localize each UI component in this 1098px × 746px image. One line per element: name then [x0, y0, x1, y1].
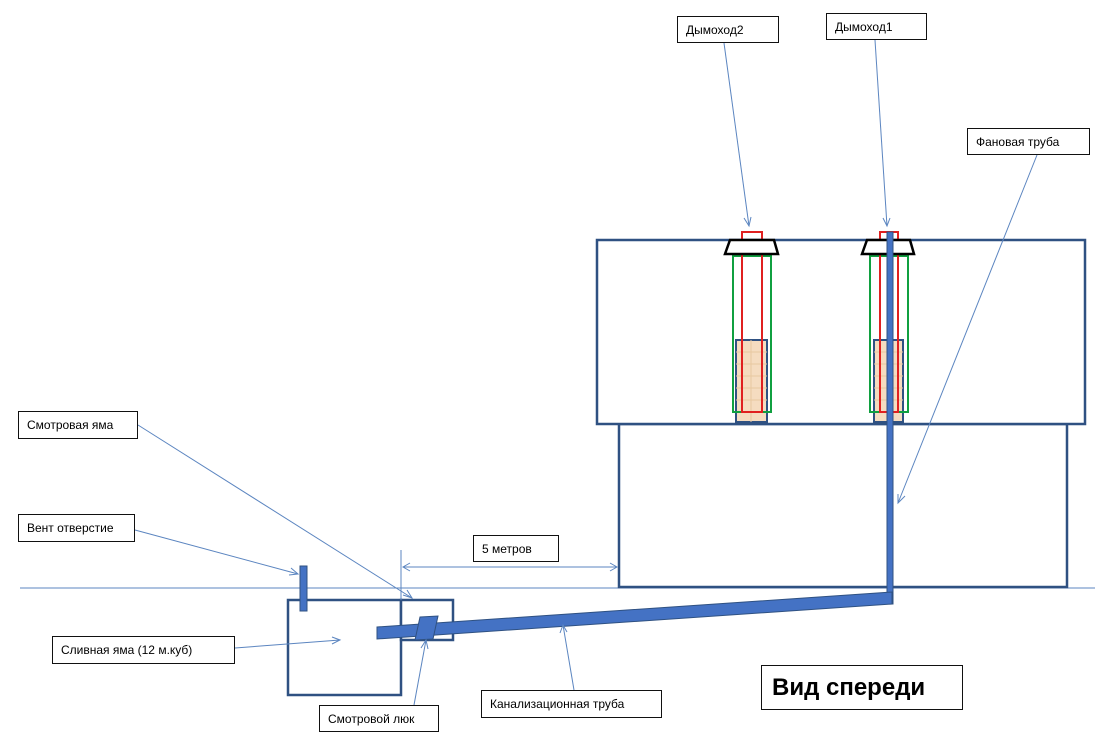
chimney2-cap	[723, 238, 780, 256]
label-vent-stack: Фановая труба	[967, 128, 1090, 155]
label-inspection-pit: Смотровая яма	[18, 411, 138, 439]
house-upper	[595, 238, 1087, 426]
cesspit	[286, 598, 403, 697]
vent-hole-pipe	[299, 565, 308, 612]
chimney2	[723, 231, 780, 423]
label-sewer-pipe: Канализационная труба	[481, 690, 662, 718]
house-lower	[617, 422, 1069, 589]
label-chimney1: Дымоход1	[826, 13, 927, 40]
vent-stack-pipe	[886, 231, 894, 605]
label-manhole: Смотровой люк	[319, 705, 439, 732]
chimney2-red-flue	[741, 231, 763, 413]
label-cesspit: Сливная яма (12 м.куб)	[52, 636, 235, 664]
label-chimney2: Дымоход2	[677, 16, 779, 43]
pointer-lines	[134, 39, 1038, 706]
view-title: Вид спереди	[761, 665, 963, 710]
manhole-hatch	[414, 615, 439, 641]
sewer-pipe	[376, 591, 893, 640]
label-distance: 5 метров	[473, 535, 559, 562]
label-vent-hole: Вент отверстие	[18, 514, 135, 542]
